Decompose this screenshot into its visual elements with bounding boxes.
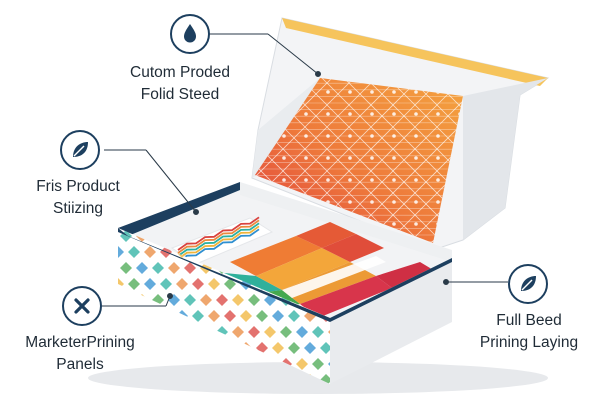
callout-line-1: Cutom Proded <box>130 64 230 81</box>
callout-line-1: Full Beed <box>496 312 562 329</box>
callout-full-bleed-printing: Full Beed Prining Laying <box>464 310 594 354</box>
lid-side-flap <box>252 78 320 178</box>
water-drop-icon <box>170 14 210 54</box>
callout-printing-panels: MarketerPrining Panels <box>8 332 152 376</box>
callout-leaders <box>102 33 508 307</box>
leaf-icon <box>60 130 100 170</box>
callout-product-sizing: Fris Product Stiizing <box>16 176 140 220</box>
close-x-icon <box>62 286 102 326</box>
callout-line-1: MarketerPrining <box>25 334 135 351</box>
leaf-icon <box>508 264 548 304</box>
callout-line-2: Panels <box>56 356 104 373</box>
box-right-wall <box>330 258 452 384</box>
box-back-wall <box>240 182 452 262</box>
right-top-edge <box>330 258 452 322</box>
box-contents <box>170 216 440 318</box>
callout-line-2: Folid Steed <box>140 86 220 103</box>
callout-line-1: Fris Product <box>36 178 120 195</box>
callout-custom-folding: Cutom Proded Folid Steed <box>118 62 242 106</box>
callout-line-2: Prining Laying <box>479 334 579 351</box>
lid-rim-print <box>282 18 548 86</box>
front-top-edge <box>118 228 330 322</box>
box-back-left-edge <box>118 182 240 236</box>
lid-right-flap <box>463 78 548 240</box>
callout-line-2: Stiizing <box>53 200 103 217</box>
